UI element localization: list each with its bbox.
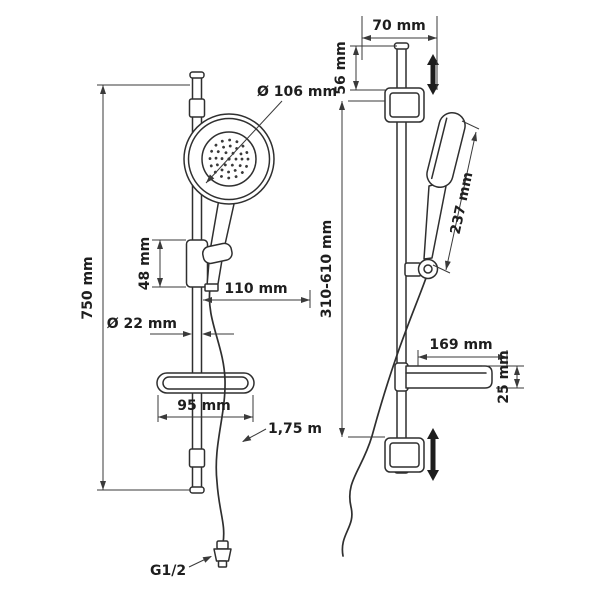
dimension-holder-reach: 110 mm — [203, 281, 311, 308]
dim-label-dish-width: 95 mm — [177, 398, 231, 414]
hose-connector — [213, 540, 232, 568]
dim-label-head-diameter: Ø 106 mm — [257, 84, 337, 100]
dim-label-holder-reach: 110 mm — [224, 281, 287, 297]
dim-label-overall-height: 750 mm — [80, 256, 96, 319]
hand-shower-side — [423, 111, 466, 260]
shower-hose — [208, 287, 226, 544]
wall-bracket-bottom — [384, 437, 425, 473]
shower-holder — [185, 239, 233, 292]
soap-dish-side — [394, 362, 493, 392]
front-view — [156, 71, 275, 568]
adjust-arrow-top-icon — [427, 54, 439, 95]
shower-hose-side — [341, 277, 427, 557]
dimension-dish-width: 95 mm — [157, 395, 254, 422]
side-view — [341, 42, 493, 557]
dimension-overall-height: 750 mm — [80, 84, 190, 491]
wall-bracket-top — [384, 87, 425, 123]
shower-head — [183, 113, 275, 205]
soap-dish — [156, 372, 255, 394]
dimension-adjustable-range: 310-610 mm — [319, 100, 385, 438]
dim-label-connection-thread: G1/2 — [150, 563, 186, 579]
dimension-rail-diameter: Ø 22 mm — [107, 316, 234, 337]
dimension-dish-depth: 169 mm — [417, 337, 508, 366]
dim-label-bracket-top-height: 56 mm — [333, 41, 349, 95]
dimension-head-diameter: Ø 106 mm — [205, 84, 337, 184]
dimension-dish-height: 25 mm — [482, 350, 524, 404]
dimension-holder-height: 48 mm — [137, 237, 186, 291]
dim-label-rail-diameter: Ø 22 mm — [107, 316, 177, 332]
dimension-bracket-top-height: 56 mm — [333, 41, 397, 95]
dim-label-holder-height: 48 mm — [137, 237, 153, 291]
dim-label-dish-depth: 169 mm — [429, 337, 492, 353]
dimension-connection-thread: G1/2 — [150, 556, 212, 579]
dim-label-top-offset: 70 mm — [372, 18, 426, 34]
dimension-hose-length: 1,75 m — [242, 421, 322, 442]
dim-label-adjustable-range: 310-610 mm — [319, 220, 335, 318]
dim-label-hose-length: 1,75 m — [268, 421, 322, 437]
dimensions: 750 mm Ø 106 mm 48 mm 110 mm — [80, 16, 524, 579]
dimension-top-offset: 70 mm — [361, 16, 438, 90]
holder-pivot — [404, 258, 439, 280]
adjust-arrow-bottom-icon — [427, 428, 439, 481]
dim-label-dish-height: 25 mm — [496, 350, 512, 404]
